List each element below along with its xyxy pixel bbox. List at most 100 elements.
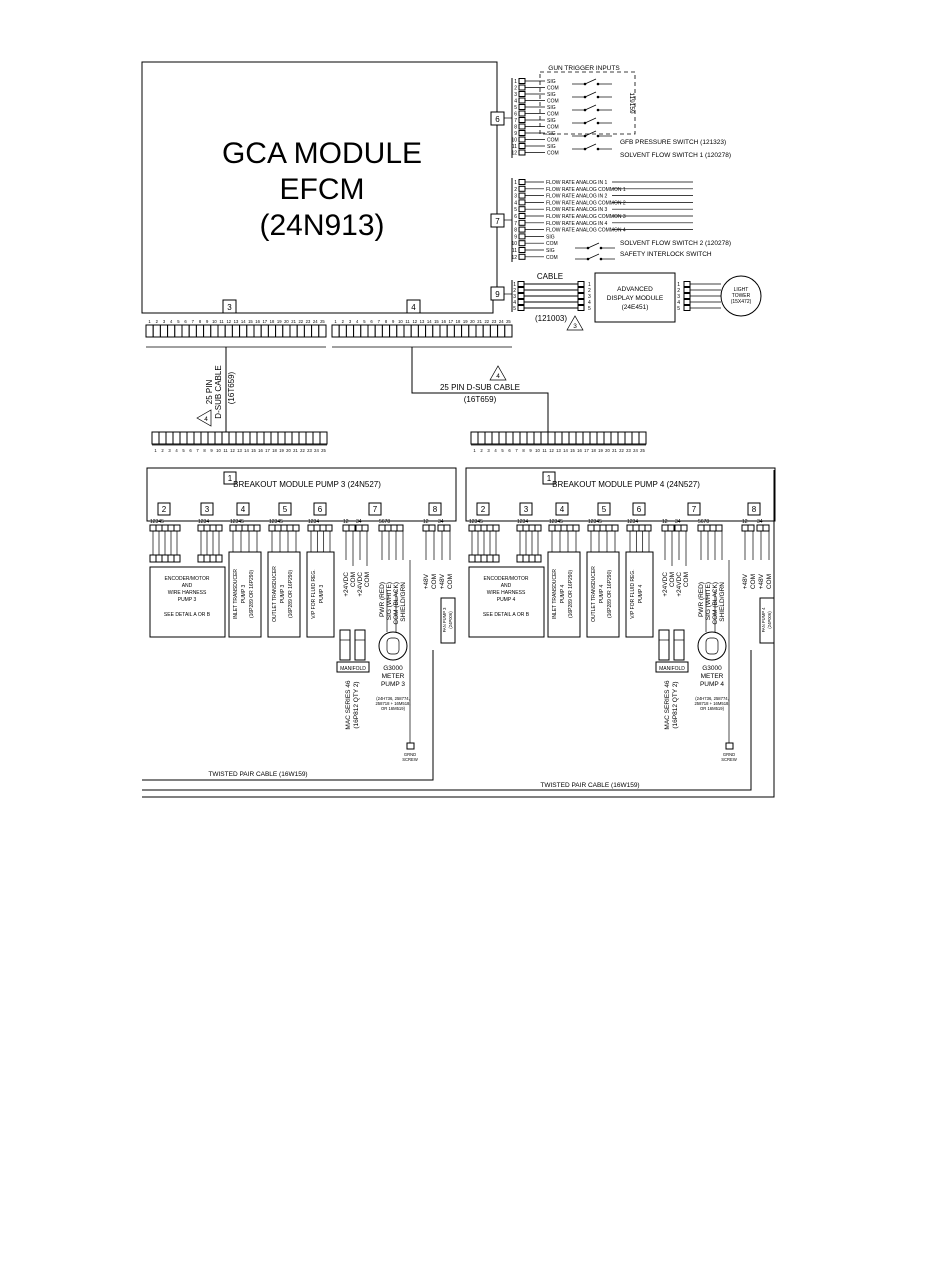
bm3-dsub-pin xyxy=(312,431,321,445)
c7-pin-number: 8 xyxy=(514,228,517,234)
cable4-l2: (16T659) xyxy=(464,395,497,404)
c6-pin-number: 7 xyxy=(514,118,517,124)
gca4-pin-number: 11 xyxy=(405,319,410,324)
bm4-meter-wire: SHIELD/GRN xyxy=(719,582,726,622)
bm4-strip: 12345 xyxy=(549,519,563,525)
bm4-enc-plug xyxy=(492,554,500,563)
bm4-terminal xyxy=(593,524,601,532)
bm3-dsub-pin xyxy=(193,431,202,445)
c9-pin-right: 1 xyxy=(588,282,591,288)
bm4-meter xyxy=(697,631,727,661)
bm3-terminal xyxy=(241,524,249,532)
adm-pin-number: 4 xyxy=(677,300,680,306)
c6-pin-number: 8 xyxy=(514,125,517,131)
c6-pin-number: 3 xyxy=(514,92,517,98)
bm3-terminal xyxy=(253,524,261,532)
gca3-pin xyxy=(195,324,205,338)
c9-pin-box-right xyxy=(577,299,585,305)
bm4-dsub-pin xyxy=(582,431,591,445)
bm3-meter xyxy=(378,631,408,661)
connector-7-number: 7 xyxy=(495,217,500,226)
bm3-dsub-pin-number: 24 xyxy=(314,448,319,453)
cable-part: (121003) xyxy=(535,314,567,323)
bm3-terminal xyxy=(173,524,181,532)
c6-pin-box xyxy=(518,84,526,91)
gca4-pin xyxy=(389,324,398,338)
bm4-valve-text: (16P812 QTY 2) xyxy=(672,681,679,728)
bm3-dsub-pin xyxy=(158,431,167,445)
bm4-enc-plug2 xyxy=(516,554,524,563)
c7-pin-box xyxy=(518,247,526,253)
c6-pin-label: SIG xyxy=(547,144,556,150)
gca4-pin-number: 3 xyxy=(349,319,352,324)
bm4-enc-plug2 xyxy=(522,554,530,563)
bm3-c2-tag xyxy=(157,502,171,516)
bm3-dsub-pin-number: 7 xyxy=(196,448,199,453)
adm-box xyxy=(594,272,676,323)
c7-pin-label: FLOW RATE ANALOG IN 2 xyxy=(546,194,608,200)
c6-pin-label: SIG xyxy=(547,105,556,111)
bm3-terminal xyxy=(292,524,300,532)
c9-pin-right: 3 xyxy=(588,294,591,300)
bm3-dsub-pin-number: 14 xyxy=(244,448,249,453)
bm4-dsub-pin xyxy=(470,431,479,445)
c7-pin-number: 4 xyxy=(514,200,517,206)
bm4-terminal xyxy=(762,524,770,532)
bm3-strip: 12 xyxy=(423,519,429,525)
bm4-terminal xyxy=(747,524,755,532)
bm3-dsub-pin xyxy=(221,431,230,445)
bm3-c3-num: 3 xyxy=(205,505,210,514)
gca4-pin xyxy=(338,324,347,338)
bm4-terminal xyxy=(492,524,500,532)
c6-pin-box xyxy=(518,149,526,156)
c6-switch-gfb: GFB PRESSURE SWITCH (121323) xyxy=(620,139,726,146)
bm4-dsub-pin-number: 15 xyxy=(570,448,575,453)
c6-switch-solvent1: SOLVENT FLOW SWITCH 1 (120278) xyxy=(620,152,731,159)
gca3-pin xyxy=(239,324,248,338)
bm3-dsub-pin xyxy=(256,431,265,445)
bm3-grnd-screw xyxy=(406,742,415,750)
bm4-dsub-pin-number: 13 xyxy=(556,448,561,453)
bm3-dsub-pin xyxy=(277,431,286,445)
c7-pin-number: 1 xyxy=(514,180,517,186)
bm4-terminal xyxy=(703,524,711,532)
module-title-2: EFCM xyxy=(280,173,365,206)
c6-pin-number: 11 xyxy=(512,144,517,150)
bm4-terminal xyxy=(644,524,652,532)
bm3-dsub-pin xyxy=(172,431,181,445)
bm4-encoder-text: AND xyxy=(501,583,512,589)
bm3-c2-num: 2 xyxy=(162,505,167,514)
c6-switch xyxy=(572,130,612,138)
bm4-terminal xyxy=(566,524,574,532)
gca3-pin-number: 24 xyxy=(313,319,318,324)
c7-switch-interlock: SAFETY INTERLOCK SWITCH xyxy=(620,251,712,258)
bm3-dsub-pin-number: 2 xyxy=(161,448,164,453)
bm4-dsub-pin xyxy=(638,431,647,445)
bm4-dsub-pin-number: 25 xyxy=(640,448,645,453)
bm4-w24: +24VDC xyxy=(676,572,683,597)
bm4-meter-wire: COM (BLACK) xyxy=(712,582,719,625)
bm3-terminal xyxy=(161,524,169,532)
bm4-tag-num: 1 xyxy=(547,474,552,483)
bm3-terminal xyxy=(342,524,350,532)
bm4-strip: 12 xyxy=(662,519,668,525)
bm4-outlet-text: OUTLET TRANSDUCER xyxy=(591,566,597,622)
bm3-dsub-pin-number: 23 xyxy=(307,448,312,453)
bm3-dsub-pin xyxy=(186,431,195,445)
gca4-pin-number: 23 xyxy=(492,319,497,324)
bm3-terminal xyxy=(437,524,445,532)
bm3-dsub-pin-number: 10 xyxy=(216,448,221,453)
bm3-w24: COM xyxy=(350,572,357,587)
c6-pin-box xyxy=(518,136,526,143)
bm3-strip: 5678 xyxy=(379,519,390,525)
c7-pin-box xyxy=(518,226,526,233)
gca4-pin xyxy=(417,324,427,338)
bm3-enc-plug2 xyxy=(197,554,205,563)
bm3-terminal xyxy=(197,524,205,532)
bm3-dsub-pin-number: 20 xyxy=(286,448,291,453)
bm3-strip: 34 xyxy=(356,519,362,525)
gca4-pin-number: 6 xyxy=(370,319,373,324)
gca3-pin-number: 25 xyxy=(320,319,325,324)
c9-pin-left: 3 xyxy=(513,294,516,300)
c9-pin-box-left xyxy=(517,281,525,287)
